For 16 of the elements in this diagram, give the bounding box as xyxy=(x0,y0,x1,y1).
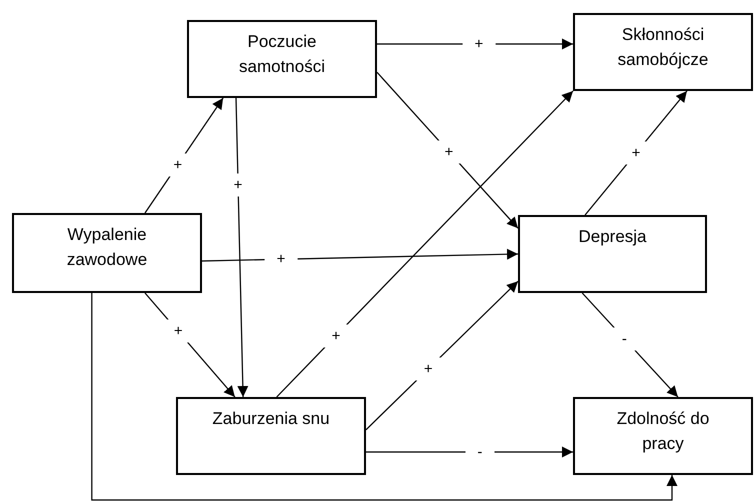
arrow xyxy=(91,293,678,501)
box-label: Zaburzenia snu xyxy=(212,408,330,430)
arrow xyxy=(235,98,248,398)
box-label: Wypalenie zawodowe xyxy=(66,224,148,271)
process-box xyxy=(573,397,753,475)
process-box xyxy=(187,20,377,98)
box-label: Depresja xyxy=(578,226,647,248)
process-box xyxy=(176,397,366,475)
arrow xyxy=(276,90,574,398)
box-label: Skłonności samobójcze xyxy=(616,24,710,71)
process-box xyxy=(573,13,753,91)
process-box xyxy=(12,213,202,293)
process-box xyxy=(518,215,707,293)
box-label: Poczucie samotności xyxy=(238,31,326,78)
arrow xyxy=(202,248,518,262)
box-label: Zdolność do pracy xyxy=(616,408,710,455)
